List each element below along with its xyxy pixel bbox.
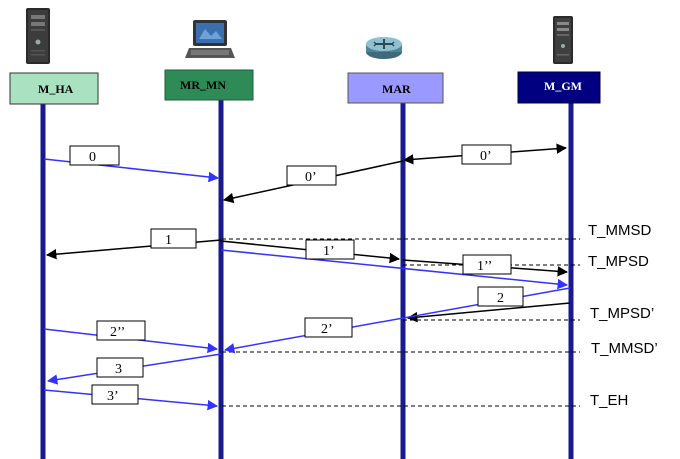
msg-label-0: 0 (89, 150, 96, 165)
msg-label-1: 1 (165, 233, 172, 248)
msg-label-3: 3 (115, 362, 122, 377)
msg-box-1: 1 (150, 228, 197, 249)
msg-box-2: 2 (477, 286, 524, 307)
node-label-mrmn: MR_MN (180, 78, 226, 92)
msg-label-2: 2 (497, 291, 504, 306)
time-markers: T_MMSD T_MPSD T_MPSD’ T_MMSD’ T_EH (222, 222, 658, 409)
node-mar: MAR (347, 72, 444, 104)
msg-box-1-prime: 1’ (305, 239, 355, 260)
time-label-t-mmsd: T_MMSD (588, 222, 652, 239)
msg-box-2-prime: 2’ (304, 317, 353, 338)
node-label-mgm: M_GM (544, 79, 582, 93)
time-label-t-mpsd: T_MPSD (588, 253, 649, 270)
node-mrmn: MR_MN (164, 69, 254, 101)
msg-box-3: 3 (96, 357, 144, 378)
node-label-mha: M_HA (38, 82, 74, 96)
msg-box-1-double-prime: 1’’ (462, 254, 512, 275)
msg-label-3-prime: 3’ (107, 389, 119, 404)
node-label-mar: MAR (382, 82, 411, 96)
arrow-msg-blue-mrmn-mgm (220, 249, 569, 290)
server-tower-icon (553, 16, 573, 64)
msg-box-3-prime: 3’ (91, 384, 139, 405)
msg-box-0-prime-a: 0’ (461, 144, 512, 165)
message-labels: 0 0’ 0’ 1 1’ 1’’ 2 2’ (69, 144, 524, 405)
time-label-t-mpsd-prime: T_MPSD’ (590, 305, 654, 322)
msg-label-0-prime-a: 0’ (480, 149, 492, 164)
msg-label-0-prime-b: 0’ (305, 170, 317, 185)
time-label-t-eh: T_EH (590, 392, 628, 409)
msg-label-1-prime: 1’ (323, 244, 335, 259)
msg-label-1-double-prime: 1’’ (477, 259, 492, 274)
msg-label-2-double-prime: 2’’ (110, 325, 125, 340)
laptop-icon (185, 20, 235, 58)
router-icon (366, 37, 402, 59)
node-mgm: M_GM (517, 71, 601, 104)
arrow-msg-2 (406, 302, 571, 323)
time-label-t-mmsd-prime: T_MMSD’ (591, 340, 658, 357)
node-mha: M_HA (9, 72, 99, 105)
msg-box-2-double-prime: 2’’ (96, 320, 146, 341)
msg-label-2-prime: 2’ (321, 322, 333, 337)
msg-box-0-prime-b: 0’ (286, 165, 337, 186)
msg-box-0: 0 (69, 145, 120, 166)
server-tower-icon (26, 8, 50, 64)
